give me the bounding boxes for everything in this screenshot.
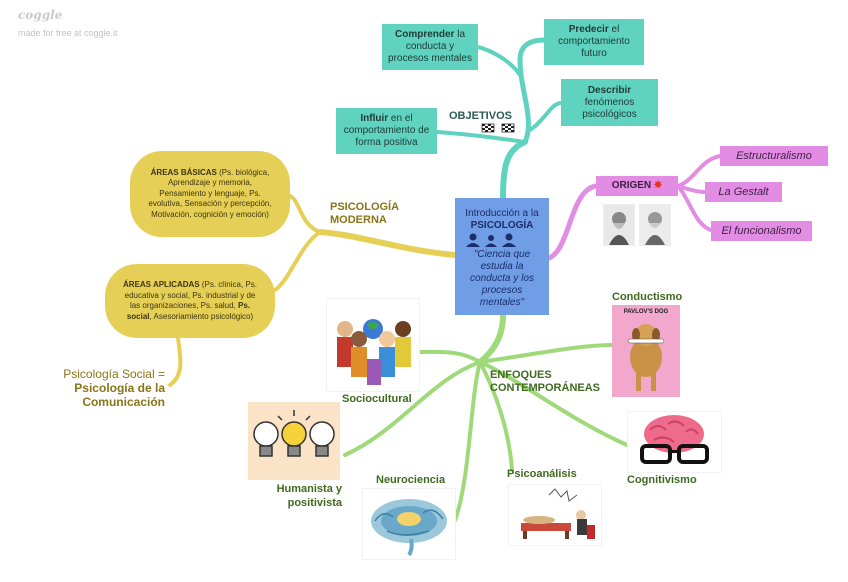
objetivo-influir-rest: en el comportamiento de forma positiva: [343, 113, 430, 148]
portrait-image-2: [639, 204, 671, 246]
objetivo-predecir-bold: Predecir: [568, 24, 609, 35]
objetivo-predecir[interactable]: Predecir el comportamiento futuro: [544, 19, 644, 65]
objetivo-describir-bold: Describir: [587, 84, 632, 96]
center-title-line2: PSICOLOGÍA: [470, 220, 534, 231]
center-quote: "Ciencia que estudia la conducta y los p…: [470, 249, 534, 308]
psicologia-social-line2: Psicología de la Comunicación: [74, 381, 165, 409]
objetivo-describir-rest: fenómenos psicológicos: [582, 96, 637, 120]
objetivo-comprender-bold: Comprender: [394, 29, 455, 40]
areas-aplicadas-rest: (Ps. clínica, Ps. educativa y social, Ps…: [124, 280, 257, 310]
pavlovs-dog-image: PAVLOV'S DOG: [612, 305, 680, 397]
areas-aplicadas-bold: ÁREAS APLICADAS: [123, 280, 200, 289]
people-icon: [466, 233, 516, 247]
areas-aplicadas-rest2: , Asesoriamiento psicológico): [149, 311, 254, 321]
psicologia-social-node[interactable]: Psicología Social = Psicología de la Com…: [50, 367, 165, 409]
enfoques-label[interactable]: ENFOQUES CONTEMPORÁNEAS: [490, 369, 601, 394]
couch-therapy-image: [508, 484, 602, 546]
neurociencia-label[interactable]: Neurociencia: [376, 474, 446, 486]
portrait-image-1: [603, 204, 635, 246]
lightbulbs-image: [248, 402, 340, 480]
origen-funcionalismo[interactable]: El funcionalismo: [711, 221, 812, 241]
areas-basicas-node[interactable]: ÁREAS BÁSICAS (Ps. biológica, Aprendizaj…: [130, 151, 290, 237]
sociocultural-label[interactable]: Sociocultural: [342, 393, 412, 405]
objetivo-predecir-rest: el comportamiento futuro: [558, 24, 630, 59]
center-title-line1: Introducción a la: [465, 208, 539, 219]
areas-basicas-bold: ÁREAS BÁSICAS: [150, 167, 217, 177]
coggle-logo[interactable]: coggle: [18, 8, 63, 22]
humanista-label[interactable]: Humanista y positivista: [276, 483, 342, 509]
psicologia-moderna-label[interactable]: PSICOLOGÍA MODERNA: [330, 201, 399, 226]
areas-basicas-rest: (Ps. biológica, Aprendizaje y memoria, P…: [148, 167, 272, 219]
areas-aplicadas-bold2: Ps. social: [126, 301, 251, 321]
areas-aplicadas-node[interactable]: ÁREAS APLICADAS (Ps. clínica, Ps. educat…: [105, 264, 275, 338]
origen-gestalt[interactable]: La Gestalt: [705, 182, 782, 202]
neuro-brain-image: [362, 488, 456, 560]
objetivo-comprender[interactable]: Comprender la conducta y procesos mental…: [382, 24, 478, 70]
multicultural-children-image: [326, 298, 420, 392]
brain-glasses-image: [627, 411, 722, 473]
checkered-flags-icon: [481, 123, 515, 133]
center-node[interactable]: Introducción a la PSICOLOGÍA "Ciencia qu…: [455, 198, 549, 315]
objetivos-label[interactable]: OBJETIVOS: [449, 110, 512, 122]
origen-estructuralismo[interactable]: Estructuralismo: [720, 146, 828, 166]
psicoanalisis-label[interactable]: Psicoanálisis: [507, 468, 577, 480]
origen-node[interactable]: ORIGEN ✸: [596, 176, 678, 196]
explosion-icon: ✸: [653, 180, 663, 191]
cognitivismo-label[interactable]: Cognitivismo: [627, 474, 697, 486]
objetivo-comprender-rest: la conducta y procesos mentales: [388, 29, 472, 64]
conductismo-label[interactable]: Conductismo: [612, 291, 683, 303]
objetivo-influir-bold: Influir: [360, 113, 389, 124]
coggle-credit[interactable]: made for free at coggle.it: [18, 28, 118, 38]
psicologia-social-line1: Psicología Social =: [63, 367, 165, 381]
pavlovs-dog-text: PAVLOV'S DOG: [623, 309, 669, 315]
objetivo-describir[interactable]: Describir fenómenos psicológicos: [561, 79, 658, 126]
origen-label: ORIGEN: [611, 180, 652, 191]
objetivo-influir[interactable]: Influir en el comportamiento de forma po…: [336, 108, 437, 154]
